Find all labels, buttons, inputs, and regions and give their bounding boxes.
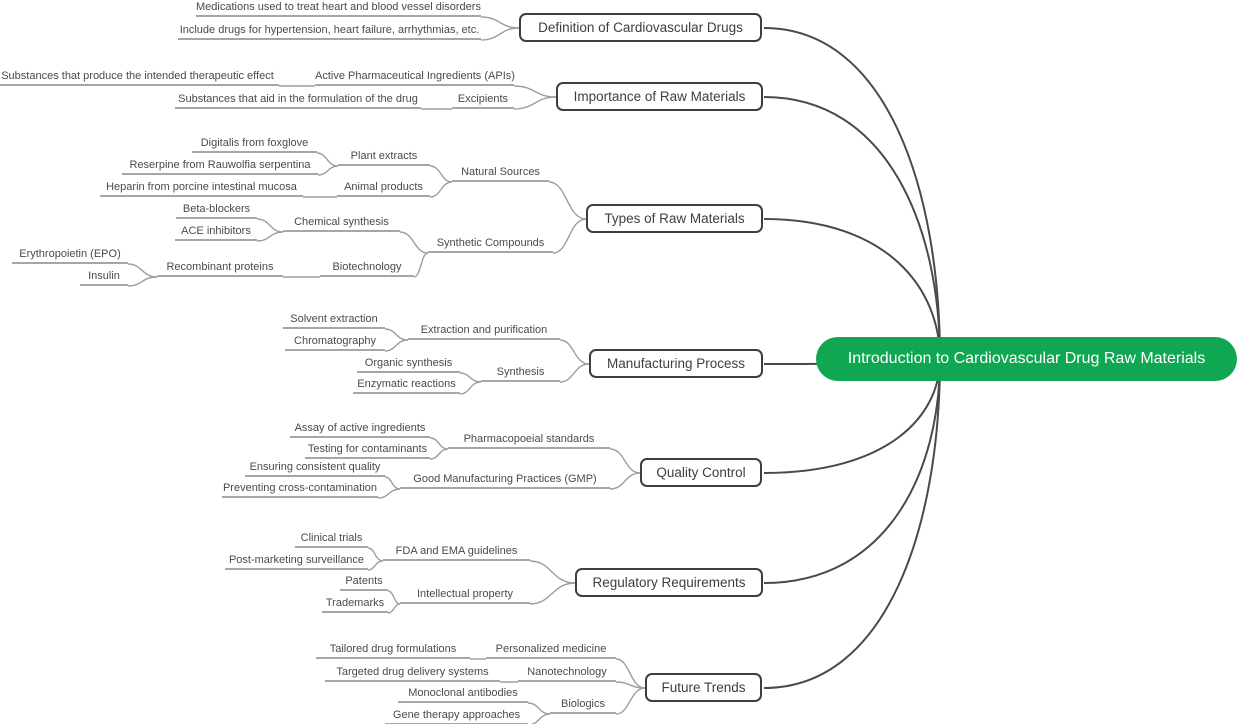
branch-definition[interactable]: Definition of Cardiovascular Drugs [519,13,762,42]
link-recombinant-insulin [127,276,158,287]
link-chemical-ace [256,231,284,242]
node-plant-extracts[interactable]: Plant extracts [338,147,430,166]
link-extraction-solvent [384,328,409,341]
link-fda-clinical [367,547,384,562]
node-digitalis-foxglove[interactable]: Digitalis from foxglove [192,134,317,153]
link-root-definition [763,27,941,360]
link-ip-patents [387,590,401,605]
node-testing-contaminants[interactable]: Testing for contaminants [305,440,430,459]
link-manufacturing-extraction [559,339,590,365]
link-gmp-preventing [377,488,401,499]
node-substances-therapeutic-effect[interactable]: Substances that produce the intended the… [0,67,279,86]
node-gmp[interactable]: Good Manufacturing Practices (GMP) [400,470,610,489]
node-include-drugs-hypertension[interactable]: Include drugs for hypertension, heart fa… [178,21,481,40]
link-quality-gmp [609,472,641,490]
node-monoclonal-antibodies[interactable]: Monoclonal antibodies [398,684,528,703]
branch-future[interactable]: Future Trends [645,673,762,702]
node-organic-synthesis[interactable]: Organic synthesis [357,354,460,373]
link-types-natural [548,181,587,220]
node-beta-blockers[interactable]: Beta-blockers [176,200,257,219]
node-medications-heart-vessel[interactable]: Medications used to treat heart and bloo… [196,0,481,17]
link-natural-plant [429,165,453,183]
link-manufacturing-synthesis [559,363,590,383]
node-synthetic-compounds[interactable]: Synthetic Compounds [428,234,553,253]
link-future-nanotech [615,681,646,689]
branch-importance[interactable]: Importance of Raw Materials [556,82,763,111]
link-synthesis-organic [459,372,482,383]
node-chromatography[interactable]: Chromatography [285,332,385,351]
link-definition-medications [480,16,520,29]
node-biotechnology[interactable]: Biotechnology [320,258,414,277]
node-patents[interactable]: Patents [340,572,388,591]
link-gmp-ensuring [384,476,401,490]
link-synthetic-biotech [413,252,429,278]
link-ip-trademarks [387,603,401,614]
link-synthesis-enzymatic [459,381,482,395]
root-node[interactable]: Introduction to Cardiovascular Drug Raw … [816,337,1237,381]
link-biologics-genetherapy [530,713,551,724]
link-root-regulatory [763,358,941,584]
node-animal-products[interactable]: Animal products [337,178,430,197]
node-apis[interactable]: Active Pharmaceutical Ingredients (APIs) [315,67,515,86]
node-natural-sources[interactable]: Natural Sources [452,163,549,182]
node-ace-inhibitors[interactable]: ACE inhibitors [175,222,257,241]
link-plant-digitalis [316,152,339,167]
link-pharmacopoeial-assay [429,437,449,450]
link-extraction-chromatography [384,339,409,352]
node-pharmacopoeial-standards[interactable]: Pharmacopoeial standards [448,430,610,449]
node-reserpine-rauwolfia[interactable]: Reserpine from Rauwolfia serpentina [122,156,318,175]
link-root-types [763,218,941,360]
node-targeted-drug-delivery[interactable]: Targeted drug delivery systems [325,663,500,682]
node-nanotechnology[interactable]: Nanotechnology [518,663,616,682]
node-solvent-extraction[interactable]: Solvent extraction [283,310,385,329]
link-importance-apis [513,85,557,98]
link-synthetic-chemical [399,231,429,254]
node-insulin[interactable]: Insulin [80,267,128,286]
link-definition-include [480,27,520,41]
link-root-future [763,358,941,689]
node-biologics[interactable]: Biologics [550,695,616,714]
node-fda-ema-guidelines[interactable]: FDA and EMA guidelines [383,542,530,561]
node-substances-formulation[interactable]: Substances that aid in the formulation o… [175,90,421,109]
node-enzymatic-reactions[interactable]: Enzymatic reactions [353,375,460,394]
link-quality-pharmacopoeial [609,448,641,474]
branch-types[interactable]: Types of Raw Materials [586,204,763,233]
node-tailored-drug-formulations[interactable]: Tailored drug formulations [316,640,470,659]
branch-manufacturing[interactable]: Manufacturing Process [589,349,763,378]
node-assay-active-ingredients[interactable]: Assay of active ingredients [290,419,430,438]
node-clinical-trials[interactable]: Clinical trials [295,529,368,548]
node-erythropoietin-epo[interactable]: Erythropoietin (EPO) [12,245,128,264]
node-gene-therapy-approaches[interactable]: Gene therapy approaches [385,706,528,724]
node-excipients[interactable]: Excipients [452,90,514,109]
node-chemical-synthesis[interactable]: Chemical synthesis [283,213,400,232]
link-root-importance [763,96,941,360]
node-personalized-medicine[interactable]: Personalized medicine [486,640,616,659]
link-types-synthetic [552,218,587,254]
node-recombinant-proteins[interactable]: Recombinant proteins [157,258,283,277]
node-ensuring-consistent-quality[interactable]: Ensuring consistent quality [245,458,385,477]
node-preventing-cross-contamination[interactable]: Preventing cross-contamination [222,479,378,498]
node-extraction-purification[interactable]: Extraction and purification [408,321,560,340]
link-importance-excipients [513,96,557,110]
link-pharmacopoeial-testing [429,448,449,460]
link-natural-animal [429,181,453,198]
branch-quality[interactable]: Quality Control [640,458,762,487]
link-recombinant-epo [127,263,158,278]
node-intellectual-property[interactable]: Intellectual property [400,585,530,604]
link-future-biologics [615,687,646,715]
node-heparin-porcine[interactable]: Heparin from porcine intestinal mucosa [100,178,303,197]
link-biologics-monoclonal [527,702,551,715]
link-regulatory-ip [529,582,576,605]
link-fda-postmarketing [367,560,384,571]
branch-regulatory[interactable]: Regulatory Requirements [575,568,763,597]
link-plant-reserpine [317,165,339,176]
node-synthesis[interactable]: Synthesis [481,363,560,382]
node-trademarks[interactable]: Trademarks [322,594,388,613]
link-future-personalized [615,658,646,689]
node-post-marketing-surveillance[interactable]: Post-marketing surveillance [225,551,368,570]
link-chemical-beta [256,218,284,233]
link-regulatory-fda [529,560,576,584]
